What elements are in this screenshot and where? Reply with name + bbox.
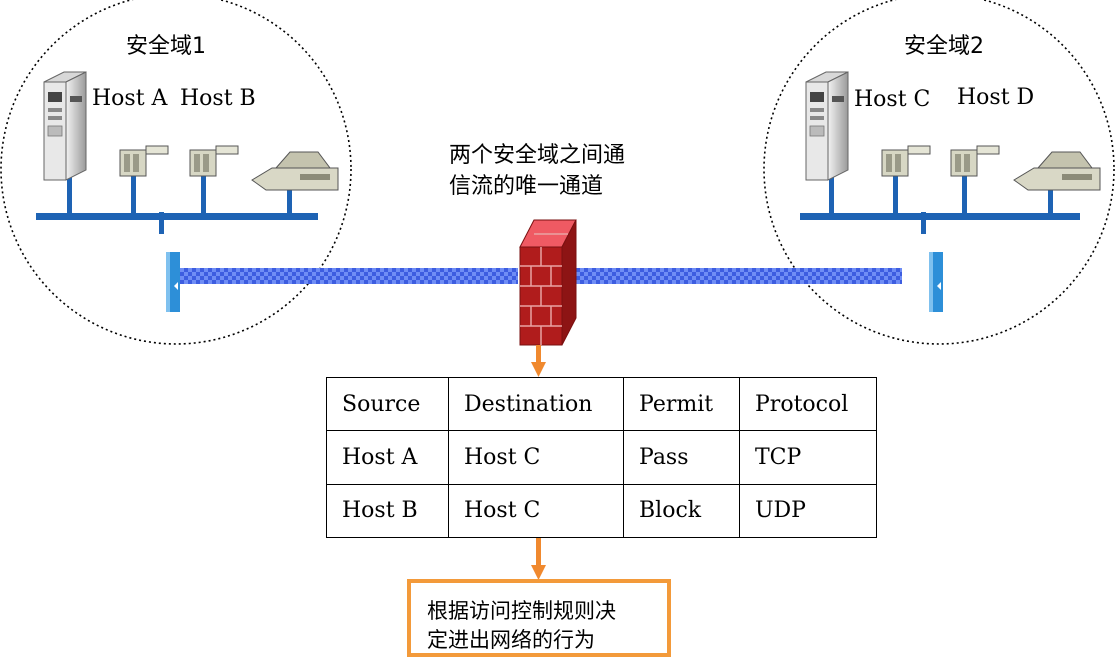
link-pipe-left [176, 268, 518, 284]
host-b-label: Host B [180, 86, 256, 111]
firewall-caption-line-1: 两个安全域之间通 [449, 143, 626, 168]
link-pipe-right [572, 268, 902, 284]
table-row: Host A Host C Pass TCP [326, 430, 877, 485]
table-cell: Host C [448, 483, 624, 539]
server-icon [43, 71, 87, 181]
table-header-row: Source Destination Permit Protocol [326, 376, 877, 432]
table-row: Host B Host C Block UDP [326, 483, 877, 539]
decision-box: 根据访问控制规则决 定进出网络的行为 [407, 579, 671, 657]
zone-1-lan [36, 71, 339, 234]
workstation-icon [119, 145, 169, 177]
router-icon [929, 252, 943, 312]
arrow-table-to-decision [531, 538, 546, 580]
table-cell: Block [623, 483, 740, 539]
firewall-icon [519, 219, 577, 346]
workstation-icon [881, 145, 931, 177]
lan-bus [36, 213, 318, 220]
host-d-label: Host D [957, 85, 1035, 110]
header-permit: Permit [623, 376, 740, 432]
security-zone-1-title: 安全域1 [126, 34, 206, 59]
table-cell: Host B [326, 483, 449, 539]
server-icon [805, 71, 849, 181]
lan-bus [800, 213, 1080, 220]
printer-icon [1013, 151, 1101, 191]
table-cell: UDP [739, 483, 877, 539]
security-zone-2-boundary [763, 0, 1115, 345]
access-rule-table: Source Destination Permit Protocol Host … [326, 376, 877, 539]
header-destination: Destination [448, 376, 624, 432]
router-icon [166, 252, 180, 312]
arrow-firewall-to-table [531, 345, 546, 377]
decision-line-2: 定进出网络的行为 [427, 628, 595, 652]
decision-line-1: 根据访问控制规则决 [427, 599, 616, 623]
table-cell: Host A [326, 430, 449, 485]
header-source: Source [326, 376, 449, 432]
host-c-label: Host C [854, 87, 931, 112]
table-cell: Host C [448, 430, 624, 485]
host-a-label: Host A [92, 86, 168, 111]
zone-2-lan [800, 71, 1101, 234]
workstation-icon [950, 145, 1000, 177]
table-cell: TCP [739, 430, 877, 485]
header-protocol: Protocol [739, 376, 877, 432]
firewall-caption-line-2: 信流的唯一通道 [449, 174, 604, 199]
security-zone-2-title: 安全域2 [904, 34, 984, 59]
security-zone-1-boundary [0, 0, 352, 345]
table-cell: Pass [623, 430, 740, 485]
printer-icon [251, 151, 339, 191]
workstation-icon [189, 145, 239, 177]
